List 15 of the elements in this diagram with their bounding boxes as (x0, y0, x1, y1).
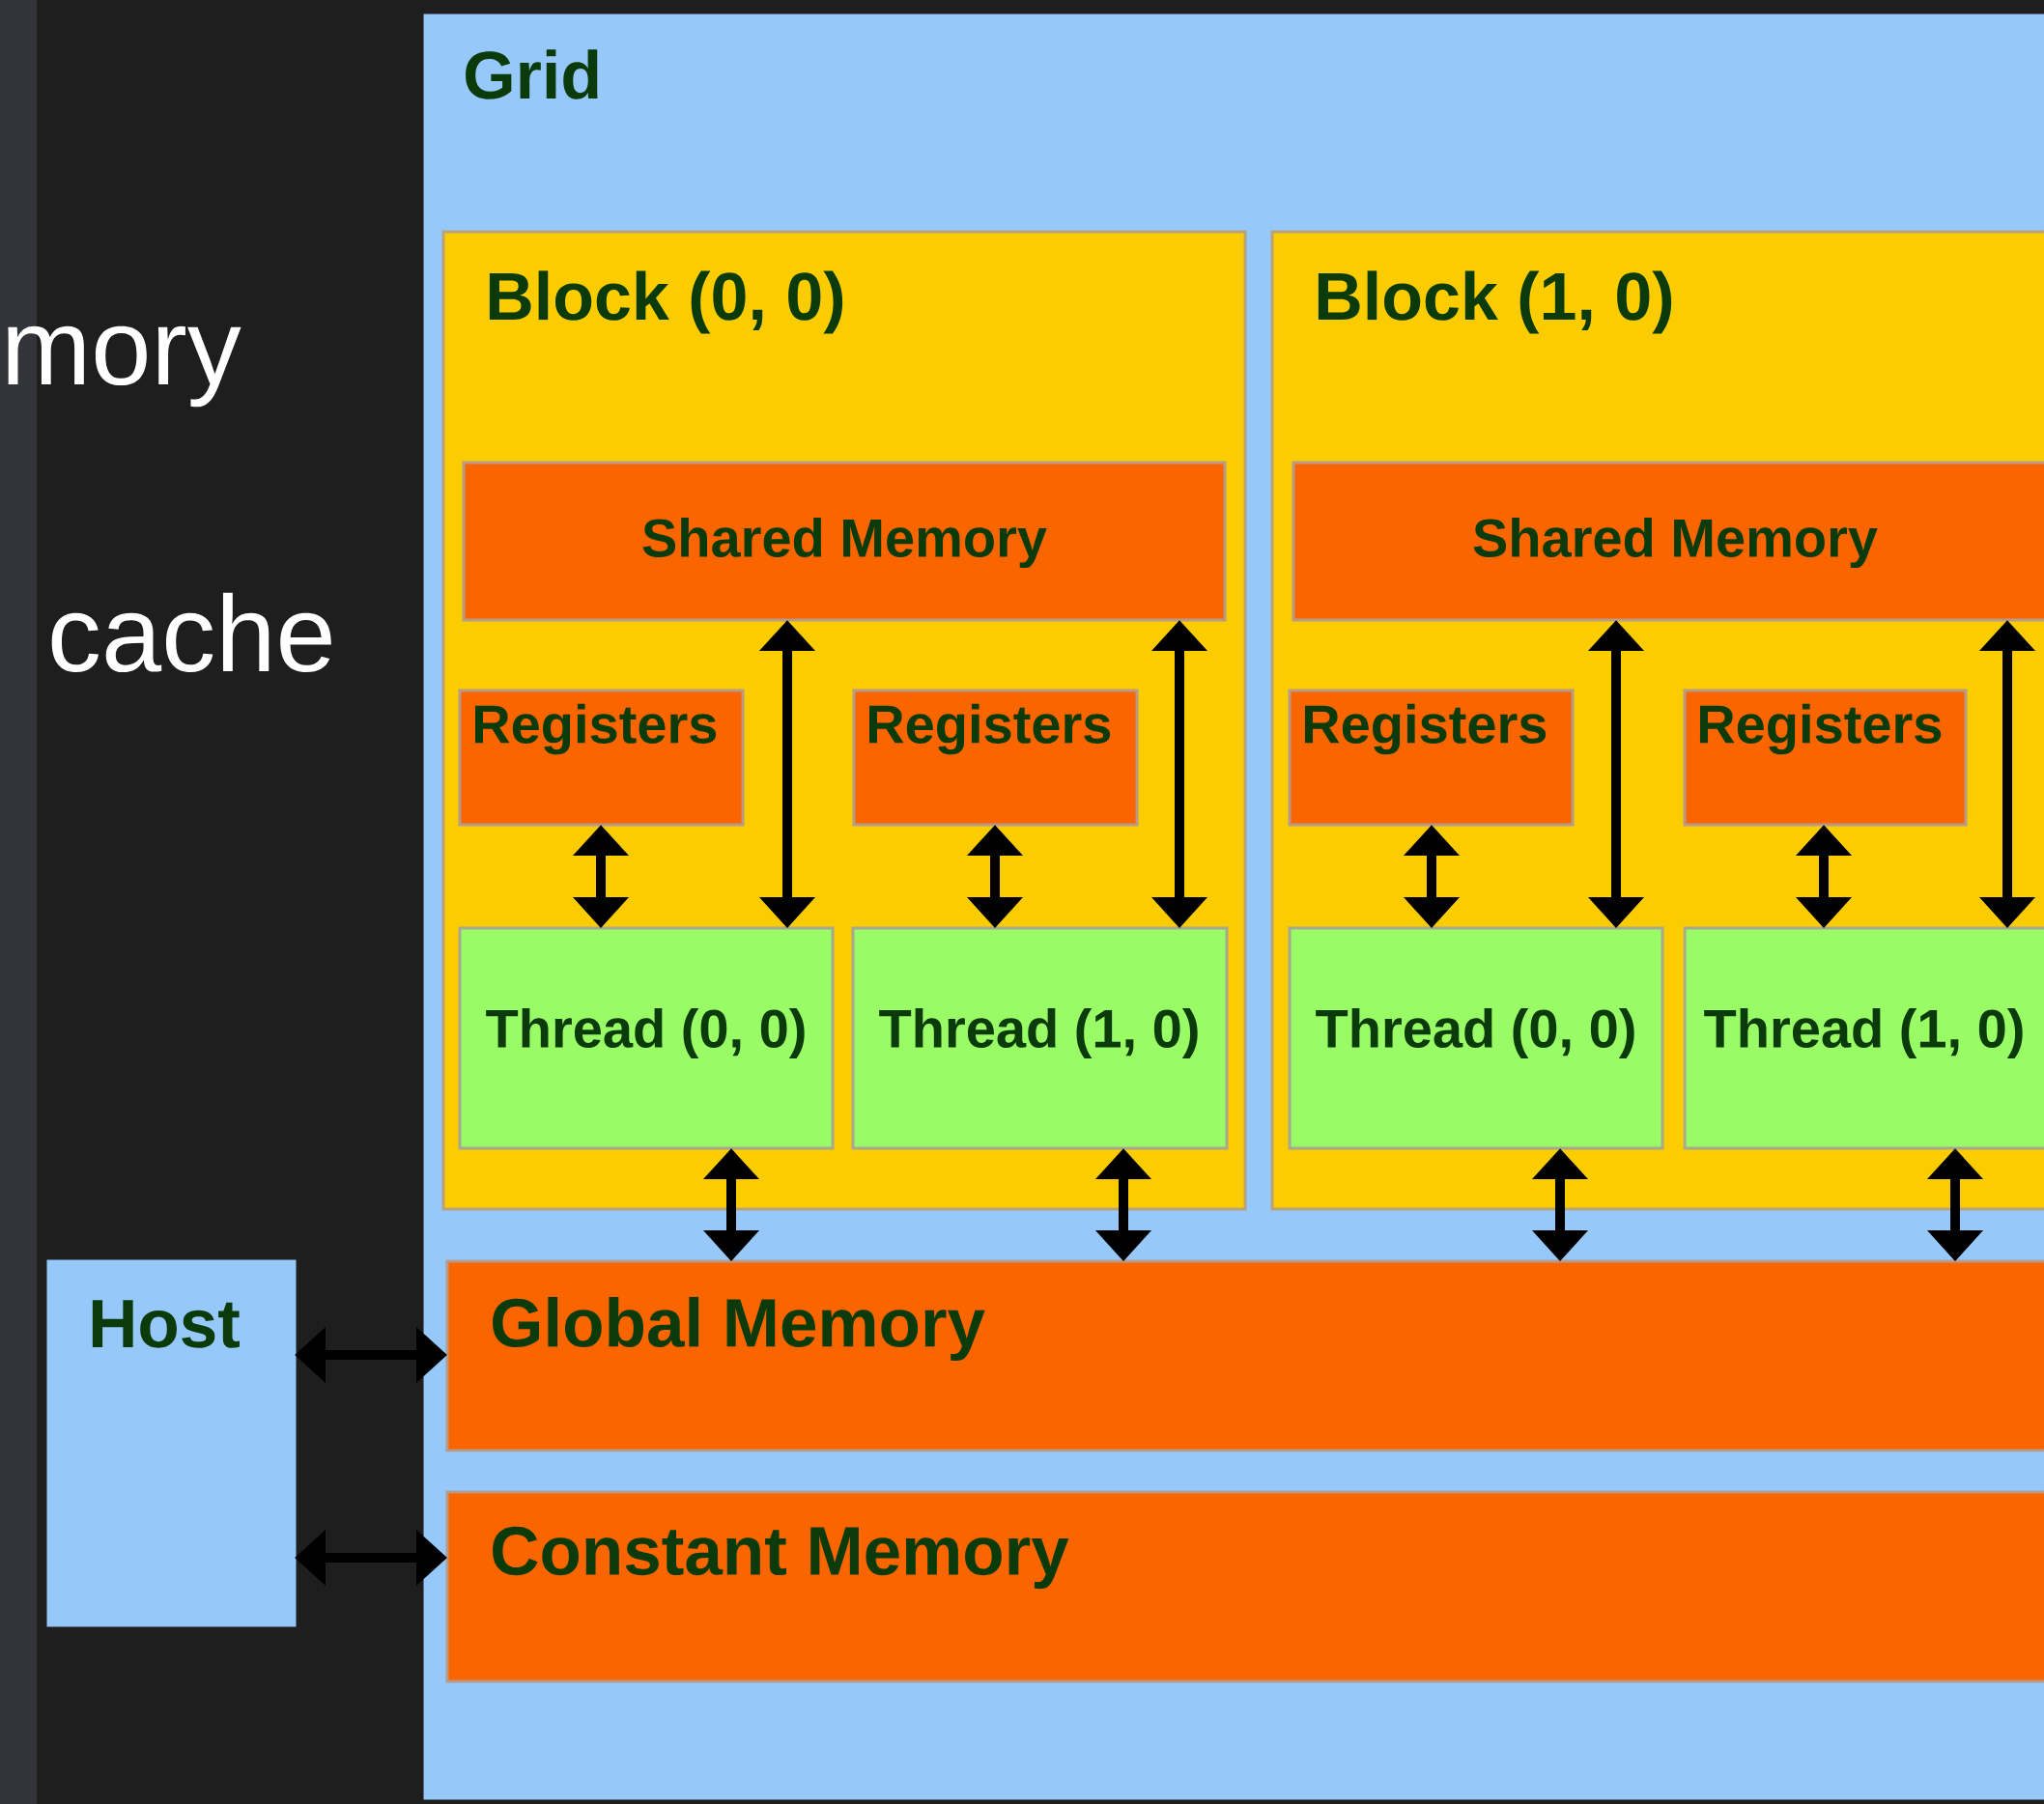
register-box: Registers (852, 689, 1139, 827)
thread-box: Thread (0, 0) (458, 926, 835, 1150)
register-box: Registers (1683, 689, 1968, 827)
register-box: Registers (1288, 689, 1575, 827)
slide-text: cache (51, 592, 331, 673)
memory-box: Constant Memory (445, 1490, 2044, 1683)
host-box: Host (46, 1259, 297, 1627)
memory-box: Shared Memory (1292, 461, 2044, 622)
memory-box: Shared Memory (462, 461, 1227, 622)
thread-box: Thread (1, 0) (1683, 926, 2044, 1150)
thread-box: Thread (1, 0) (851, 926, 1229, 1150)
memory-box: Global Memory (445, 1259, 2044, 1452)
thread-box: Thread (0, 0) (1288, 926, 1664, 1150)
slide-text: mory (8, 325, 241, 408)
register-box: Registers (458, 689, 745, 827)
